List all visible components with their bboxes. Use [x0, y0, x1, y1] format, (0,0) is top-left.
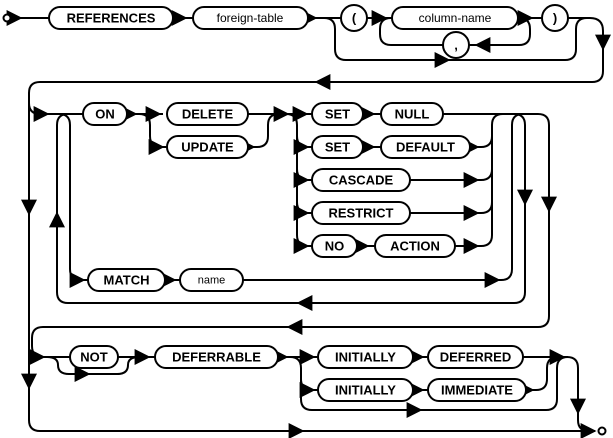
nonterminal-column-name: column-name: [419, 11, 492, 25]
node-foreign-table: foreign-table: [192, 6, 309, 30]
nonterminal-foreign-table: foreign-table: [217, 11, 284, 25]
railroad-wires: [11, 17, 604, 432]
terminal-match: MATCH: [104, 273, 150, 288]
terminal-null: NULL: [395, 107, 430, 122]
end-terminal-icon: [597, 426, 607, 436]
terminal-restrict: RESTRICT: [329, 206, 394, 221]
node-delete: DELETE: [166, 102, 249, 126]
terminal-no: NO: [325, 239, 345, 254]
terminal-default: DEFAULT: [396, 140, 455, 155]
terminal-immediate: IMMEDIATE: [441, 383, 513, 398]
terminal-not: NOT: [80, 350, 108, 365]
terminal-lparen: (: [352, 11, 357, 26]
terminal-comma: ,: [454, 38, 458, 53]
node-initially-deferred: INITIALLY DEFERRED: [317, 345, 524, 369]
terminal-cascade: CASCADE: [329, 173, 394, 188]
terminal-delete: DELETE: [182, 107, 234, 122]
node-initially-immediate: INITIALLY IMMEDIATE: [317, 378, 527, 402]
node-rparen: ): [541, 4, 569, 32]
node-column-name: column-name: [391, 6, 519, 30]
terminal-rparen: ): [553, 11, 557, 26]
railroad-arrowheads: [6, 10, 611, 438]
node-set-default: SET DEFAULT: [311, 135, 471, 159]
terminal-initially-1: INITIALLY: [335, 350, 396, 365]
terminal-deferred: DEFERRED: [440, 350, 512, 365]
terminal-deferrable: DEFERRABLE: [172, 350, 261, 365]
terminal-action: ACTION: [390, 239, 440, 254]
terminal-set-1: SET: [325, 107, 350, 122]
node-name: name: [179, 268, 244, 292]
node-match: MATCH: [87, 268, 166, 292]
node-restrict: RESTRICT: [311, 201, 411, 225]
start-terminal-icon: [2, 13, 12, 23]
node-cascade: CASCADE: [311, 168, 411, 192]
node-deferrable: DEFERRABLE: [154, 345, 279, 369]
terminal-initially-2: INITIALLY: [335, 383, 396, 398]
terminal-update: UPDATE: [181, 140, 234, 155]
node-comma: ,: [442, 31, 470, 59]
nonterminal-name: name: [198, 275, 226, 287]
node-not: NOT: [69, 345, 119, 369]
terminal-references: REFERENCES: [67, 11, 156, 26]
node-references: REFERENCES: [48, 6, 174, 30]
node-set-null: SET NULL: [311, 102, 444, 126]
node-on: ON: [82, 102, 128, 126]
node-no-action: NO ACTION: [311, 234, 456, 258]
node-update: UPDATE: [166, 135, 249, 159]
node-lparen: (: [340, 4, 368, 32]
terminal-on: ON: [95, 107, 115, 122]
terminal-set-2: SET: [325, 140, 350, 155]
